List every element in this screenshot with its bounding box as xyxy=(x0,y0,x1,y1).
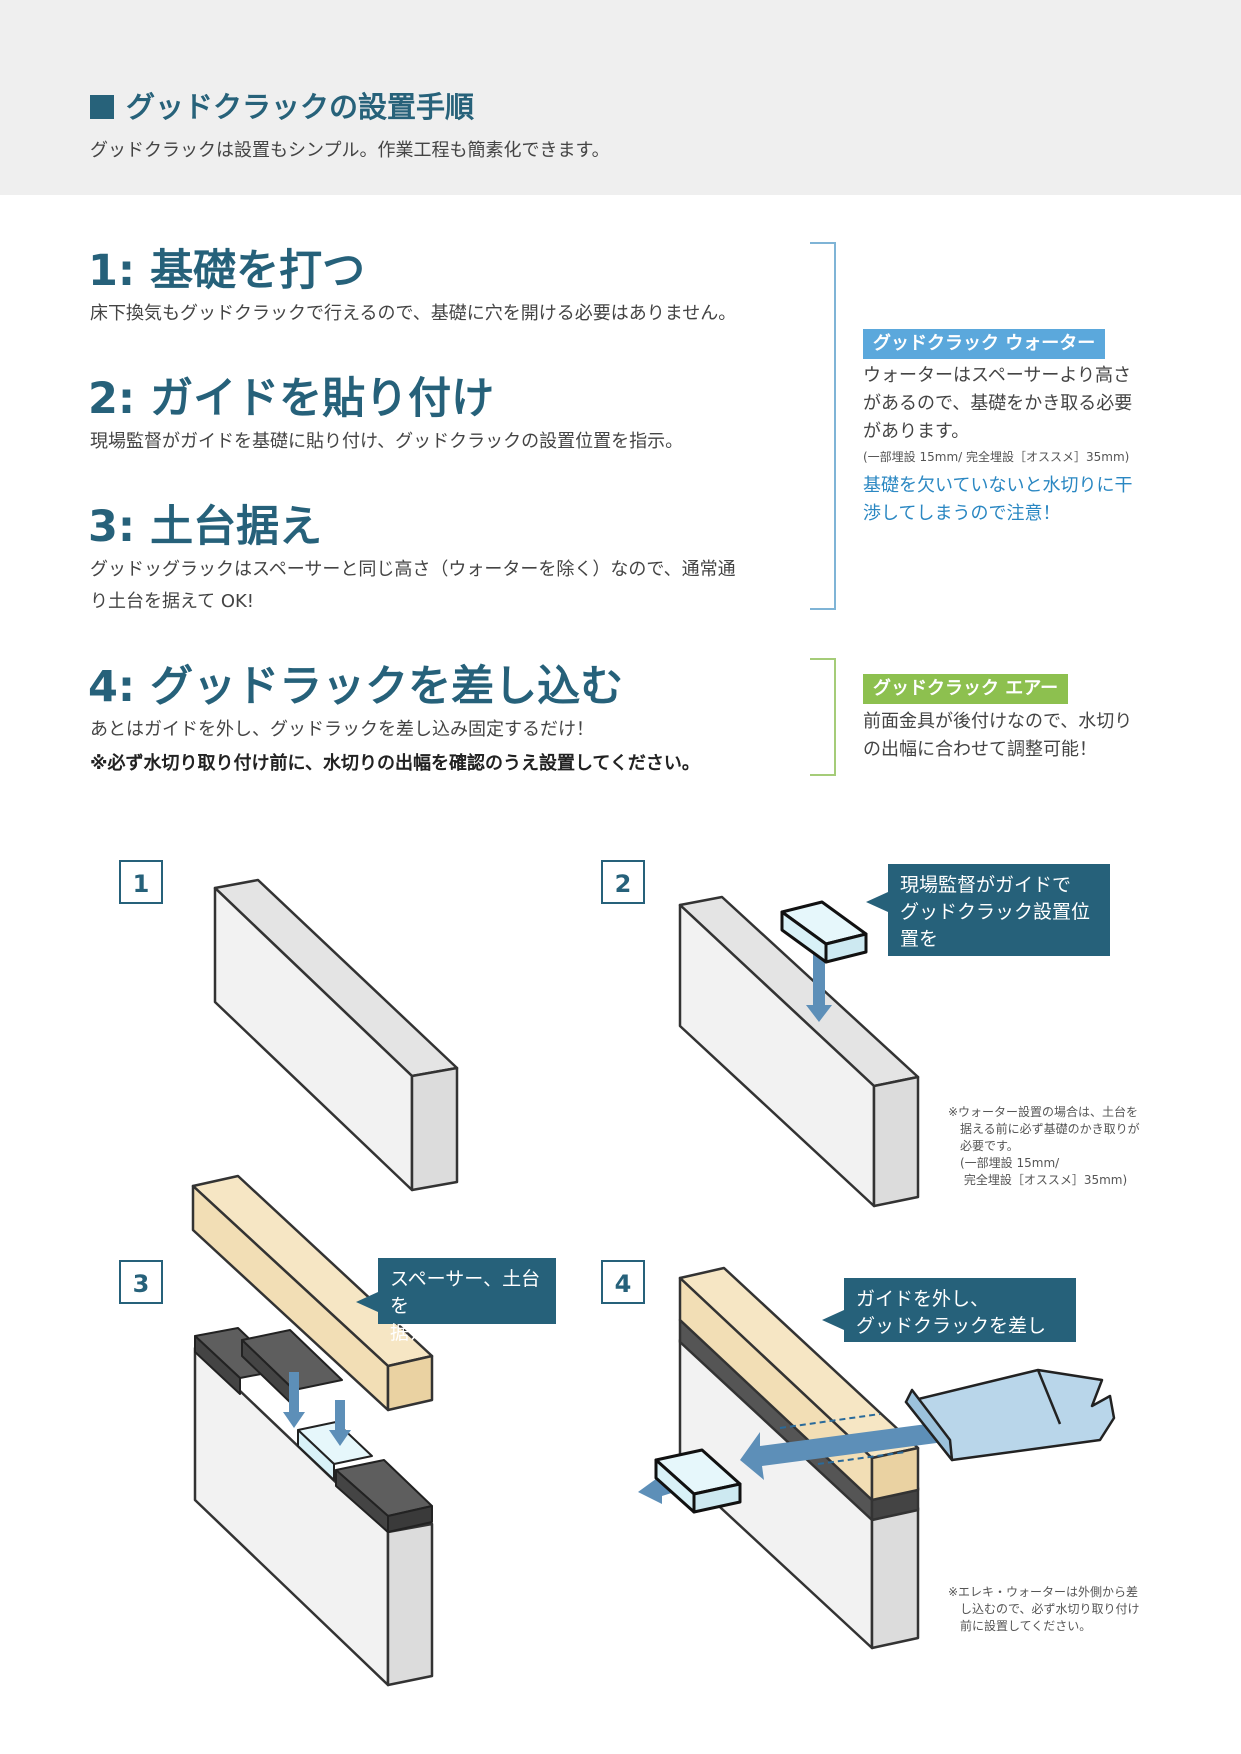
callout-step4-line2: グッドクラックを差し込む。 xyxy=(856,1315,1047,1364)
air-bracket xyxy=(810,658,836,776)
step2-text: 現場監督がガイドを基礎に貼り付け、グッドクラックの設置位置を指示。 xyxy=(90,431,684,452)
fig3-foundation xyxy=(193,1346,434,1687)
water-small: (一部埋設 15mm/ 完全埋設［オススメ］35mm) xyxy=(863,450,1130,464)
water-warn-2: 渉してしまうので注意！ xyxy=(863,503,1061,524)
callout-step3: スペーサー、土台を 据える。 xyxy=(356,1258,556,1344)
water-tag: グッドクラック ウォーター xyxy=(863,329,1106,359)
fig4-goodcrack-unit xyxy=(904,1368,1116,1462)
fig3-spacers xyxy=(194,1327,433,1533)
water-bracket xyxy=(810,242,836,610)
callout-step4-tail xyxy=(822,1310,844,1330)
figure-number-4: 4 xyxy=(601,1260,645,1304)
fig3-arrows xyxy=(283,1372,351,1446)
note-step4-line1: ※エレキ・ウォーターは外側から差 xyxy=(948,1585,1139,1599)
water-warn-1: 基礎を欠いていないと水切りに干 xyxy=(863,475,1133,496)
water-text-2: があるので、基礎をかき取る必要 xyxy=(863,393,1133,414)
air-text-2: の出幅に合わせて調整可能！ xyxy=(863,739,1097,760)
note-step4-line3: 前に設置してください。 xyxy=(948,1619,1092,1633)
step4-text-line1: あとはガイドを外し、グッドラックを差し込み固定するだけ！ xyxy=(90,719,594,740)
title-square-icon xyxy=(90,95,114,119)
figure-number-3: 3 xyxy=(119,1260,163,1304)
callout-step3-line1: スペーサー、土台を xyxy=(390,1268,541,1317)
fig4-guide xyxy=(654,1448,742,1514)
callout-step2-line1: 現場監督がガイドで xyxy=(900,874,1072,896)
fig1-foundation xyxy=(213,878,459,1192)
step3-text-line1: グッドッグラックはスペーサーと同じ高さ（ウォーターを除く）なので、通常通 xyxy=(90,559,736,580)
note-step4: ※エレキ・ウォーターは外側から差 し込むので、必ず水切り取り付け 前に設置してく… xyxy=(948,1584,1140,1635)
step1-heading: 1: 基礎を打つ xyxy=(88,246,366,296)
step2-heading: 2: ガイドを貼り付け xyxy=(88,374,495,424)
fig2-arrow xyxy=(806,950,832,1022)
note-step2: ※ウォーター設置の場合は、土台を 据える前に必ず基礎のかき取りが 必要です。 (… xyxy=(948,1104,1140,1189)
step3-text-line2: り土台を据えて OK! xyxy=(90,591,255,612)
figure-number-1: 1 xyxy=(119,860,163,904)
note-step2-line3: 必要です。 xyxy=(948,1139,1019,1153)
callout-step2: 現場監督がガイドで グッドクラック設置位置を 指示する。 xyxy=(866,864,1110,977)
note-step2-line4: (一部埋設 15mm/ xyxy=(948,1156,1060,1170)
page-subtitle: グッドクラックは設置もシンプル。作業工程も簡素化できます。 xyxy=(90,140,610,161)
callout-step2-line2: グッドクラック設置位置を xyxy=(900,901,1091,950)
water-text-3: があります。 xyxy=(863,421,970,442)
fig4-dashed-slot xyxy=(779,1413,907,1465)
callout-step3-line2: 据える。 xyxy=(390,1322,466,1344)
figure-number-2: 2 xyxy=(601,860,645,904)
callout-step4-line1: ガイドを外し、 xyxy=(856,1288,990,1310)
header-band: グッドクラックの設置手順 グッドクラックは設置もシンプル。作業工程も簡素化できま… xyxy=(0,0,1241,195)
callout-step3-tail xyxy=(356,1292,378,1312)
page-title-text: グッドクラックの設置手順 xyxy=(126,90,475,124)
note-step4-line2: し込むので、必ず水切り取り付け xyxy=(948,1602,1140,1616)
note-step2-line2: 据える前に必ず基礎のかき取りが xyxy=(948,1122,1140,1136)
fig2-foundation xyxy=(678,895,920,1208)
callout-step2-tail xyxy=(866,892,888,912)
note-step2-line1: ※ウォーター設置の場合は、土台を xyxy=(948,1105,1139,1119)
step3-heading: 3: 土台据え xyxy=(88,502,323,552)
fig4-foundation xyxy=(678,1318,920,1650)
note-step2-line5: 完全埋設［オススメ］35mm) xyxy=(948,1173,1128,1187)
step4-heading: 4: グッドラックを差し込む xyxy=(88,662,624,712)
fig3-guide xyxy=(297,1421,373,1481)
page-title: グッドクラックの設置手順 xyxy=(90,84,474,126)
air-text-1: 前面金具が後付けなので、水切り xyxy=(863,711,1133,732)
callout-step2-line3: 指示する。 xyxy=(900,955,996,977)
step4-warning: ※必ず水切り取り付け前に、水切りの出幅を確認のうえ設置してください。 xyxy=(90,753,700,774)
fig2-guide xyxy=(780,900,868,964)
step1-text: 床下換気もグッドクラックで行えるので、基礎に穴を開ける必要はありません。 xyxy=(90,303,737,324)
fig4-arrows xyxy=(638,1412,1020,1504)
air-tag: グッドクラック エアー xyxy=(863,674,1069,704)
callout-step4: ガイドを外し、 グッドクラックを差し込む。 xyxy=(822,1278,1076,1364)
water-text-1: ウォーターはスペーサーより高さ xyxy=(863,365,1132,386)
